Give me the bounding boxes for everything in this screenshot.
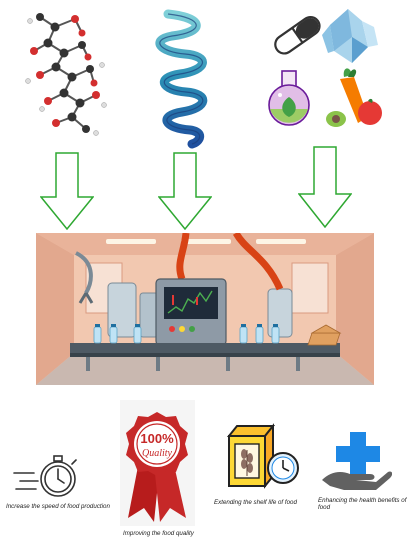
vegetables-icon [326,68,382,127]
protein-helix-icon [150,4,220,150]
bioactive-ingredients-icon [262,5,387,133]
crystal-icon [322,9,378,63]
shelf-life-package-icon [225,422,301,490]
badge-quality-text: Quality [142,448,173,459]
pill-icon [274,15,321,55]
outcome-label-speed: Increase the speed of food production [6,503,110,510]
food-factory-production-line [36,233,374,385]
badge-percent-text: 100% [140,431,174,446]
outcome-label-health-text: Enhancing the health benefits of food [318,497,407,511]
quality-ribbon-icon: 100% Quality [120,400,195,526]
flask-icon [268,70,310,126]
stopwatch-icon [12,451,92,501]
outcome-label-quality: Improving the food quality [123,530,194,537]
polysaccharide-molecule-icon [20,5,110,140]
outcome-label-health: Enhancing the health benefits of food [318,497,410,511]
arrow-down-icon [40,152,94,230]
health-hand-cross-icon [320,430,392,492]
arrow-down-icon [298,146,352,228]
outcome-label-shelf-life: Extending the shelf life of food [214,499,297,506]
arrow-down-icon [158,152,212,230]
